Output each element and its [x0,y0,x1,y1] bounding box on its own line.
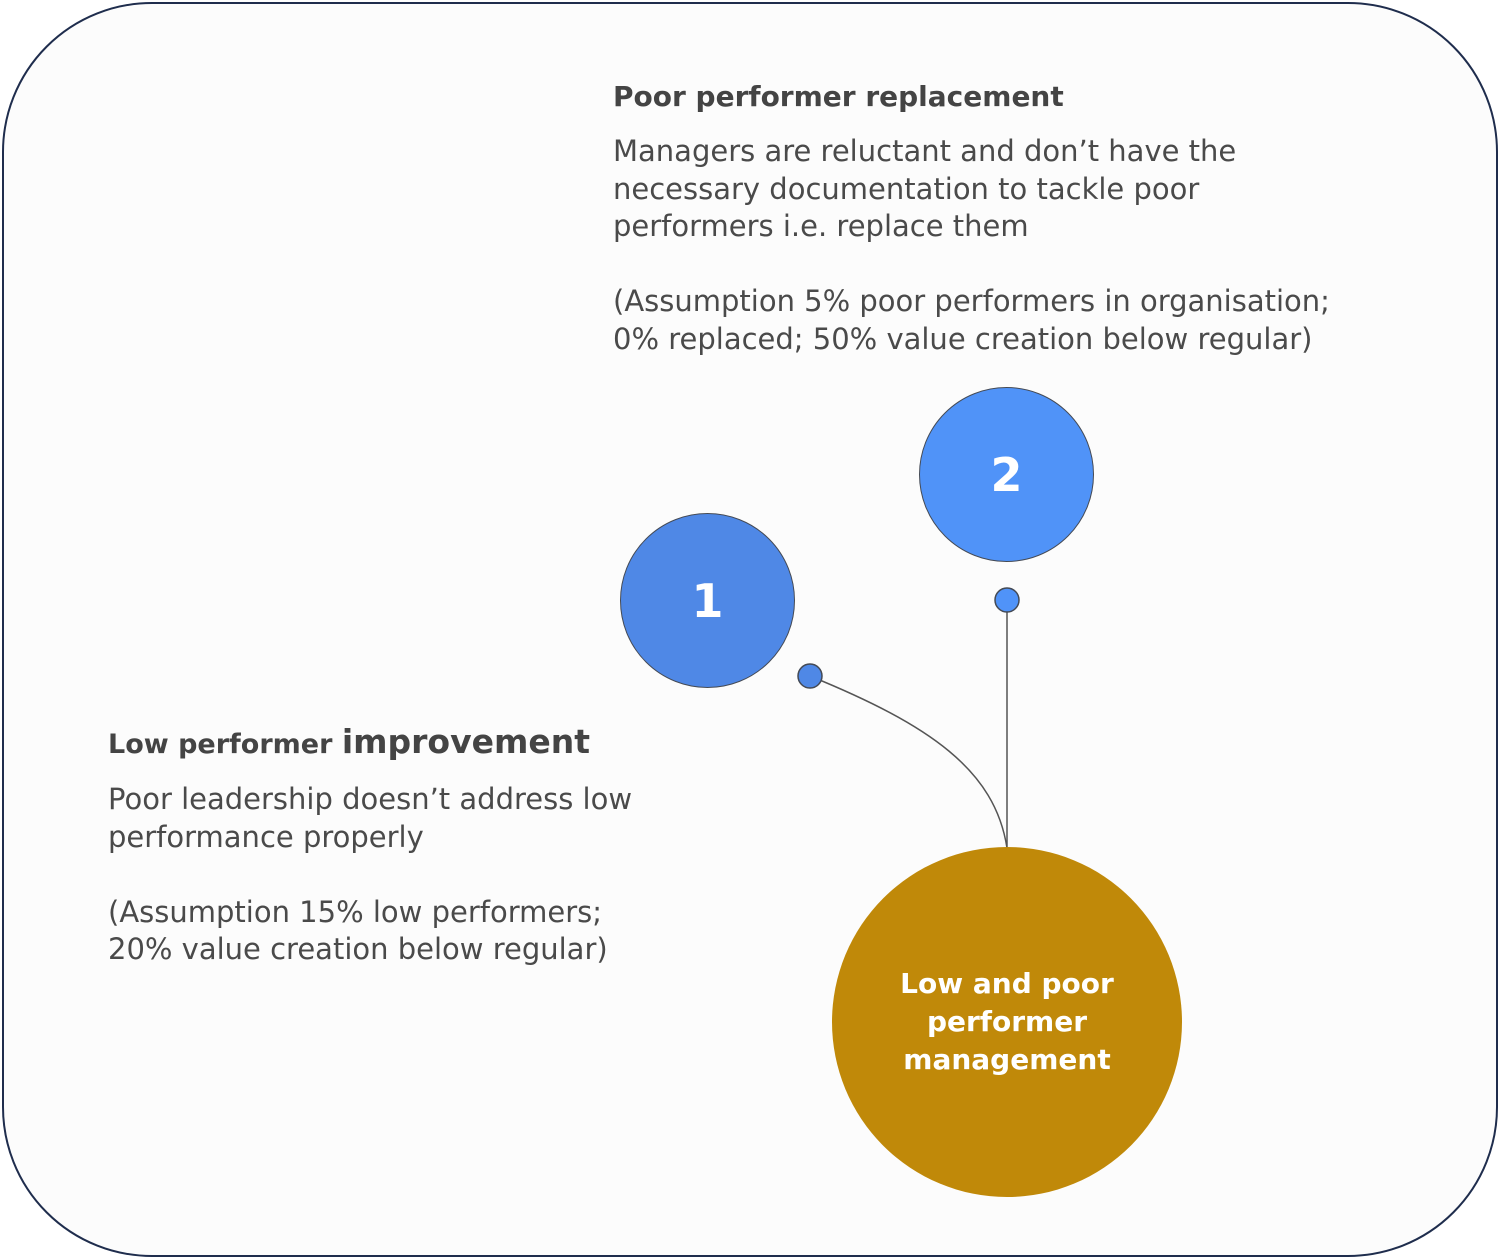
connector-1 [809,675,1008,849]
center-label: Low and poor performer management [900,967,1114,1076]
item-2-circle: 2 [919,387,1094,562]
item-2-number: 2 [990,447,1023,502]
item-2-description: Managers are reluctant and don’t have th… [613,134,1330,356]
item-2-title: Poor performer replacement [613,80,1064,113]
item-1-description: Poor leadership doesn’t address low perf… [108,782,633,966]
center-circle: Low and poor performer management [832,847,1182,1197]
connector-dot-2 [994,587,1020,613]
item-1-text: Low performer improvement Poor leadershi… [108,722,748,969]
item-1-title-part1: Low performer [108,729,342,760]
connector-dot-1 [797,663,823,689]
item-1-title-part2: improvement [341,722,591,761]
item-1-number: 1 [691,573,724,628]
item-1-circle: 1 [620,513,795,688]
item-1-title: Low performer improvement [108,722,748,761]
item-2-text: Poor performer replacement Managers are … [613,80,1483,358]
